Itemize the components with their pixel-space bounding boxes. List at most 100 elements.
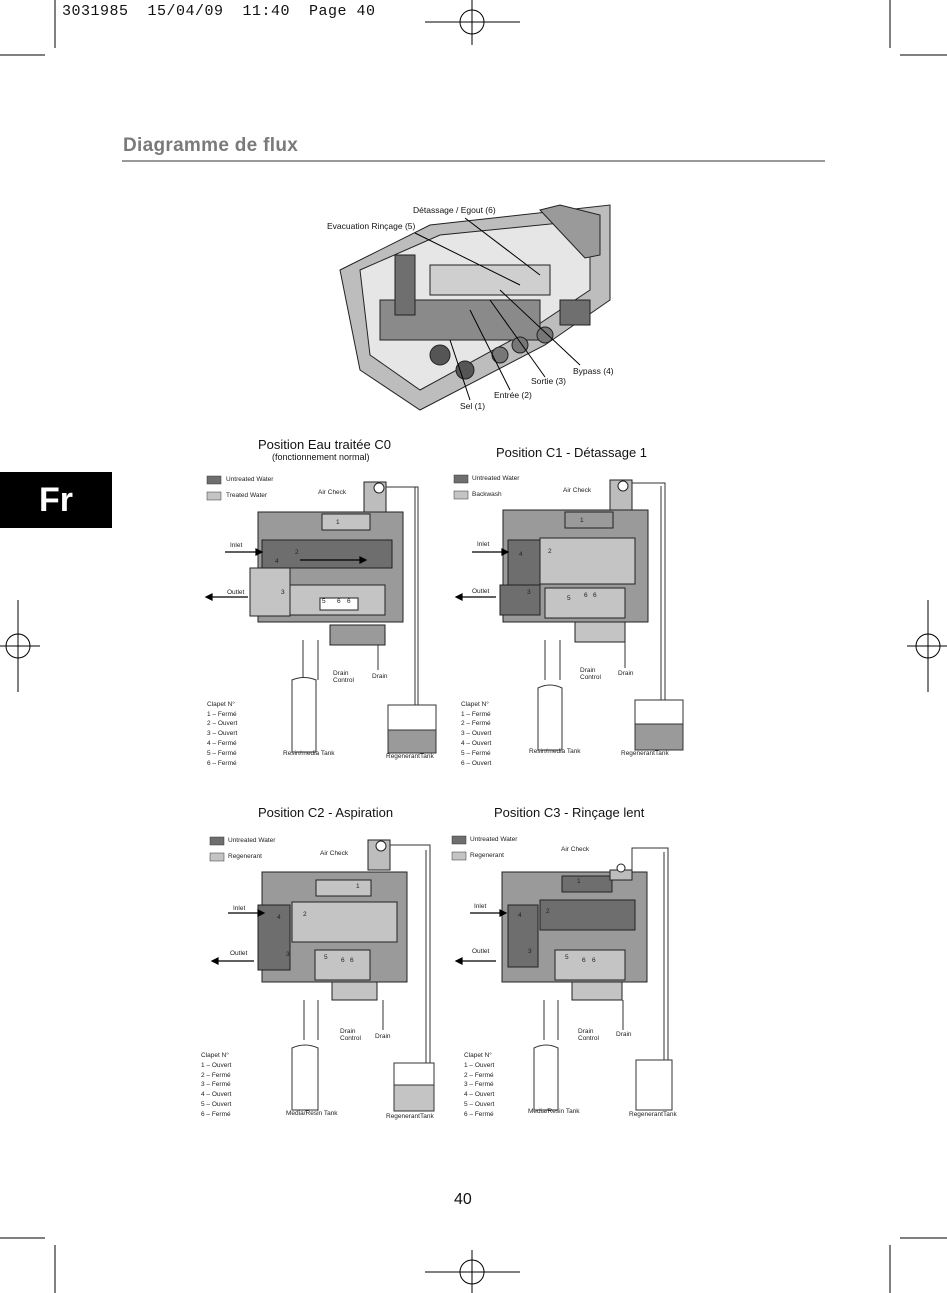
valve-number-6a: 6	[341, 957, 345, 964]
clapet-item: 3 – Fermé	[464, 1081, 494, 1088]
legend-label-2: Regenerant	[228, 853, 262, 860]
diagram-subtitle: (fonctionnement normal)	[272, 452, 370, 462]
valve-number-5: 5	[567, 595, 571, 602]
label-outlet: Outlet	[472, 948, 490, 955]
valve-number-3: 3	[527, 589, 531, 596]
label-air-check: Air Check	[318, 489, 347, 496]
language-tab: Fr	[0, 472, 112, 528]
label-outlet: Outlet	[472, 588, 490, 595]
valve-number-5: 5	[565, 954, 569, 961]
print-header: 3031985 15/04/09 11:40 Page 40	[62, 3, 376, 20]
label-regenerant-tank: RegenerantTank	[629, 1111, 677, 1118]
valve-number-2: 2	[303, 911, 307, 918]
label-drain-control: Drain Control	[340, 1028, 361, 1042]
label-outlet: Outlet	[230, 950, 248, 957]
valve-number-3: 3	[528, 948, 532, 955]
valve-number-1: 1	[580, 517, 584, 524]
valve-number-4: 4	[275, 558, 279, 565]
clapet-item: 1 – Ouvert	[201, 1062, 232, 1069]
legend-label-2: Backwash	[472, 491, 502, 498]
legend-label-2: Treated Water	[226, 492, 268, 499]
label-inlet: Inlet	[233, 905, 246, 912]
clapet-item: 2 – Fermé	[201, 1072, 231, 1079]
clapet-item: 6 – Fermé	[207, 760, 237, 767]
legend-label-1: Untreated Water	[228, 837, 276, 844]
valve-number-6a: 6	[337, 598, 341, 605]
label-drain: Drain	[372, 673, 388, 680]
label-drain: Drain	[618, 670, 634, 677]
clapet-item: 4 – Ouvert	[461, 740, 492, 747]
label-entree: Entrée (2)	[494, 390, 532, 400]
clapet-title: Clapet N°	[464, 1052, 492, 1059]
valve-number-6b: 6	[592, 957, 596, 964]
valve-number-4: 4	[518, 912, 522, 919]
label-air-check: Air Check	[320, 850, 349, 857]
valve-number-3: 3	[286, 951, 290, 958]
clapet-item: 1 – Fermé	[461, 711, 491, 718]
valve-number-2: 2	[295, 549, 299, 556]
clapet-item: 2 – Fermé	[464, 1072, 494, 1079]
label-inlet: Inlet	[477, 541, 490, 548]
label-tank: Resin/media Tank	[529, 748, 581, 755]
label-drain-control: Drain Control	[333, 670, 354, 684]
clapet-title: Clapet N°	[201, 1052, 229, 1059]
valve-number-4: 4	[519, 551, 523, 558]
valve-number-6b: 6	[593, 592, 597, 599]
label-sortie: Sortie (3)	[531, 376, 566, 386]
clapet-title: Clapet N°	[207, 701, 235, 708]
valve-number-4: 4	[277, 914, 281, 921]
clapet-item: 5 – Ouvert	[464, 1101, 495, 1108]
title-rule	[122, 160, 825, 162]
clapet-item: 5 – Fermé	[207, 750, 237, 757]
valve-number-6b: 6	[347, 598, 351, 605]
label-tank: Resin/media Tank	[283, 750, 335, 757]
label-drain-control: Drain Control	[580, 667, 601, 681]
page-number: 40	[454, 1191, 472, 1208]
clapet-item: 4 – Ouvert	[464, 1091, 495, 1098]
diagram-title: Position C3 - Rinçage lent	[494, 805, 645, 820]
diagram-title: Position Eau traitée C0	[258, 437, 391, 452]
clapet-item: 2 – Ouvert	[207, 720, 238, 727]
valve-number-1: 1	[336, 519, 340, 526]
clapet-item: 6 – Ouvert	[461, 760, 492, 767]
clapet-item: 5 – Ouvert	[201, 1101, 232, 1108]
valve-number-6a: 6	[582, 957, 586, 964]
label-drain: Drain	[375, 1033, 391, 1040]
label-inlet: Inlet	[230, 542, 243, 549]
valve-number-6a: 6	[584, 592, 588, 599]
label-air-check: Air Check	[563, 487, 592, 494]
clapet-item: 4 – Fermé	[207, 740, 237, 747]
legend-label-1: Untreated Water	[226, 476, 274, 483]
label-bypass: Bypass (4)	[573, 366, 614, 376]
label-regenerant-tank: RegenerantTank	[386, 1113, 434, 1120]
clapet-item: 1 – Ouvert	[464, 1062, 495, 1069]
valve-number-1: 1	[577, 878, 581, 885]
clapet-item: 5 – Fermé	[461, 750, 491, 757]
clapet-item: 6 – Fermé	[201, 1111, 231, 1118]
section-title: Diagramme de flux	[123, 135, 299, 156]
clapet-item: 3 – Ouvert	[207, 730, 238, 737]
label-regenerant-tank: RegenerantTank	[621, 750, 669, 757]
label-drain-control: Drain Control	[578, 1028, 599, 1042]
label-inlet: Inlet	[474, 903, 487, 910]
clapet-item: 3 – Ouvert	[461, 730, 492, 737]
valve-number-5: 5	[322, 598, 326, 605]
legend-label-1: Untreated Water	[472, 475, 520, 482]
label-tank: Media/Resin Tank	[286, 1110, 338, 1117]
diagram-title: Position C2 - Aspiration	[258, 805, 394, 820]
valve-number-2: 2	[546, 908, 550, 915]
valve-number-5: 5	[324, 954, 328, 961]
label-tank: Media/Resin Tank	[528, 1108, 580, 1115]
legend-label-2: Regenerant	[470, 852, 504, 859]
clapet-title: Clapet N°	[461, 701, 489, 708]
label-sel: Sel (1)	[460, 401, 486, 411]
label-air-check: Air Check	[561, 846, 590, 853]
clapet-item: 2 – Fermé	[461, 720, 491, 727]
clapet-item: 1 – Fermé	[207, 711, 237, 718]
